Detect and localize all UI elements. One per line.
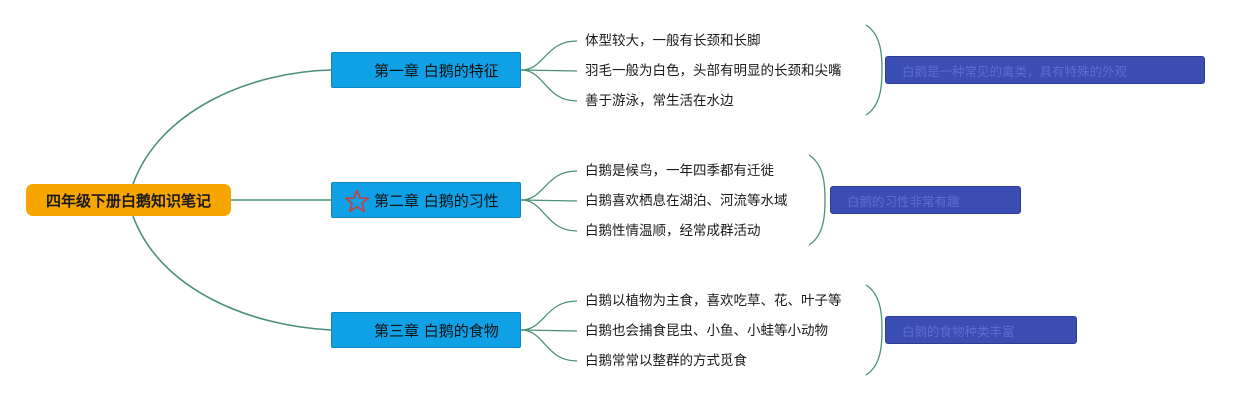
chapter-3-summary[interactable]: 白鹅的食物种类丰富 [885, 316, 1077, 344]
chapter-2-leaf-1-line [520, 170, 578, 201]
root-to-chapter-1-line [132, 69, 332, 185]
chapter-1-leaf-3-line [520, 69, 578, 102]
chapter-1-label: 第一章 白鹅的特征 [374, 61, 499, 80]
chapter-1-leaf-1[interactable]: 体型较大，一般有长颈和长脚 [585, 33, 761, 49]
chapter-2-leaf-3[interactable]: 白鹅性情温顺，经常成群活动 [585, 223, 761, 239]
chapter-3-leaf-2[interactable]: 白鹅也会捕食昆虫、小鱼、小蛙等小动物 [585, 323, 828, 339]
chapter-1-summary-bracket [865, 24, 883, 116]
chapter-node-3[interactable]: 第三章 白鹅的食物 [331, 312, 521, 348]
chapter-2-leaf-1[interactable]: 白鹅是候鸟，一年四季都有迁徙 [585, 163, 774, 179]
chapter-2-leaf-3-line [520, 199, 578, 232]
root-node[interactable]: 四年级下册白鹅知识笔记 [26, 184, 231, 216]
chapter-2-label: 第二章 白鹅的习性 [374, 191, 499, 210]
chapter-node-1[interactable]: 第一章 白鹅的特征 [331, 52, 521, 88]
chapter-2-summary-bracket [808, 154, 826, 246]
chapter-1-leaf-2-line [520, 69, 578, 72]
chapter-1-leaf-2[interactable]: 羽毛一般为白色，头部有明显的长颈和尖嘴 [585, 63, 842, 79]
root-title: 四年级下册白鹅知识笔记 [45, 191, 211, 210]
chapter-2-leaf-2[interactable]: 白鹅喜欢栖息在湖泊、河流等水域 [585, 193, 788, 209]
star-outline-icon [345, 189, 369, 213]
chapter-2-leaf-2-line [520, 199, 578, 202]
chapter-3-leaf-3[interactable]: 白鹅常常以整群的方式觅食 [585, 353, 747, 369]
chapter-1-leaf-1-line [520, 40, 578, 71]
chapter-node-2[interactable]: 第二章 白鹅的习性 [331, 182, 521, 218]
chapter-3-leaf-1-line [520, 300, 578, 331]
chapter-3-summary-bracket [865, 284, 883, 376]
chapter-1-leaf-3[interactable]: 善于游泳，常生活在水边 [585, 93, 734, 109]
chapter-2-summary[interactable]: 白鹅的习性非常有趣 [830, 186, 1021, 214]
chapter-1-summary[interactable]: 白鹅是一种常见的禽类，具有特殊的外观 [885, 56, 1205, 84]
root-to-chapter-3-line [132, 215, 332, 331]
chapter-3-leaf-1[interactable]: 白鹅以植物为主食，喜欢吃草、花、叶子等 [585, 293, 842, 309]
chapter-3-leaf-3-line [520, 329, 578, 362]
chapter-3-leaf-2-line [520, 329, 578, 332]
chapter-3-label: 第三章 白鹅的食物 [374, 321, 499, 340]
